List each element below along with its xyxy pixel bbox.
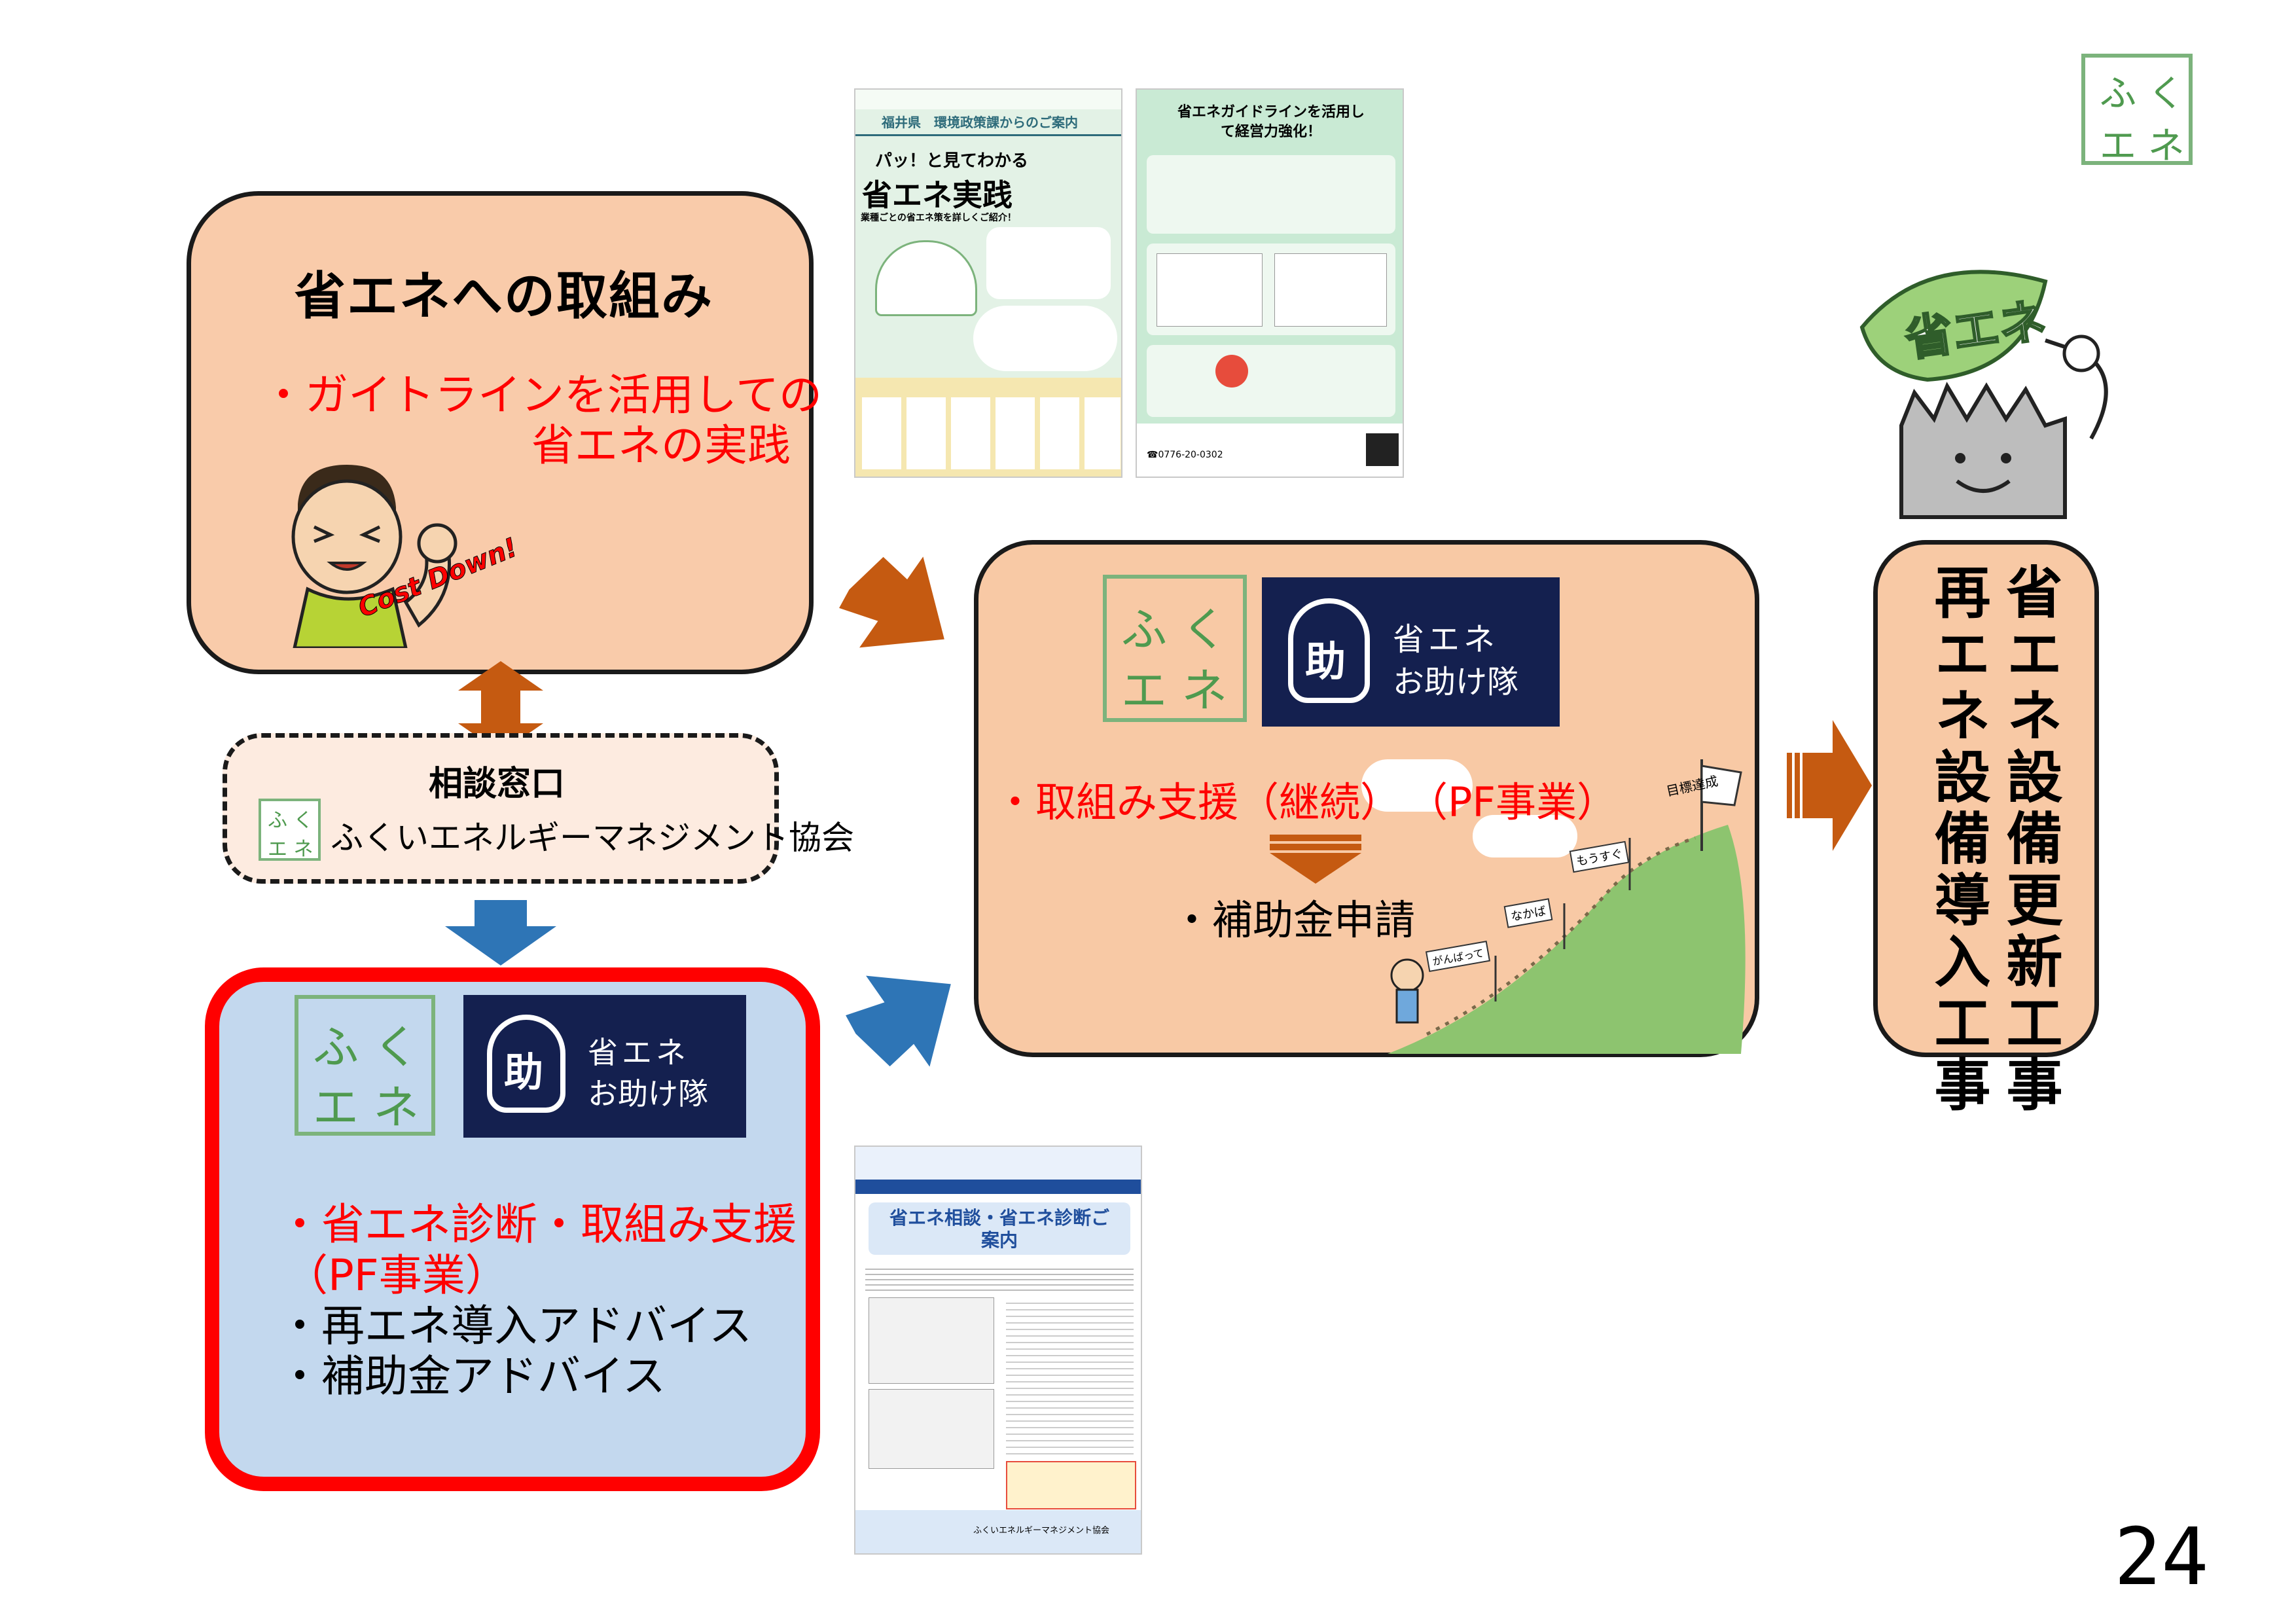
logo-line2: エ ネ	[2100, 125, 2185, 168]
continued-otasuke-logo: 助 省エネ お助け隊	[1262, 577, 1560, 727]
energy-saving-mascot-icon	[1859, 270, 2108, 519]
consultation-title: 相談窓口	[429, 765, 565, 804]
consult-fukuene-logo: ふ く エ ネ	[259, 799, 321, 861]
initiative-title: 省エネへの取組み	[295, 267, 714, 326]
blue-diagonal-arrow-icon	[846, 975, 951, 1067]
diagnosis-item-2: ・補助金アドバイス	[278, 1351, 666, 1401]
consultation-org: ふくいエネルギーマネジメント協会	[331, 819, 854, 857]
continued-red-1: ・取組み支援（継続）	[995, 778, 1401, 826]
diagnosis-fukuene-logo: ふ く エ ネ	[295, 995, 435, 1136]
bulb-icon	[1288, 598, 1370, 703]
flyer3-title: 省エネ相談・省エネ診断ご案内	[889, 1207, 1109, 1251]
equipment-works-box	[1873, 540, 2099, 1057]
flyer1-catch: パッ！と見てわかる	[875, 151, 1029, 171]
flyer-guideline-management: 省エネガイドラインを活用して経営力強化！ ☎0776-20-0302	[1136, 88, 1404, 478]
continued-item-1: ・補助金申請	[1172, 896, 1416, 944]
continued-red-2: （PF事業）	[1407, 778, 1618, 826]
flyer2-phone: ☎0776-20-0302	[1147, 450, 1223, 460]
flyer1-header: 福井県 環境政策課からのご案内	[882, 115, 1078, 130]
logo-line1: ふ く	[2100, 73, 2185, 115]
diagnosis-item-1: ・再エネ導入アドバイス	[278, 1301, 753, 1351]
man-illustration-icon	[291, 465, 457, 648]
hill-illustration-icon	[1388, 759, 1746, 1054]
diagnosis-red-2: （PF事業）	[285, 1250, 509, 1301]
cloud-icon	[1473, 815, 1577, 857]
equipment-col-2: 再エネ設備導入工事	[1924, 563, 1990, 1117]
fukuene-logo: ふ く エ ネ	[2081, 54, 2193, 168]
flyer1-title: 省エネ実践	[862, 177, 1013, 213]
flyer1-sub: 業種ごとの省エネ策を詳しくご紹介！	[861, 213, 1016, 223]
otasuke-line2: お助け隊	[1393, 664, 1519, 700]
flyer2-title: 省エネガイドラインを活用して経営力強化！	[1177, 104, 1365, 140]
otasuke-line1: 省エネ	[588, 1035, 690, 1070]
initiative-bullet-1: ・ガイトラインを活用しての	[262, 370, 823, 420]
initiative-bullet-2: 省エネの実践	[531, 420, 791, 471]
orange-diagonal-arrow-icon	[839, 556, 944, 648]
otasuke-mark: 助	[504, 1050, 543, 1096]
diagnosis-red-1: ・省エネ診断・取組み支援	[278, 1199, 797, 1250]
double-arrow-icon	[458, 661, 543, 753]
initiative-box	[187, 191, 814, 674]
flyer3-org: ふくいエネルギーマネジメント協会	[973, 1526, 1110, 1536]
right-arrow-icon	[1787, 720, 1872, 851]
flyer-guideline-practice: 福井県 環境政策課からのご案内 パッ！と見てわかる 省エネ実践 業種ごとの省エネ…	[854, 88, 1122, 478]
cloud-icon	[1361, 759, 1473, 812]
bulb-icon	[487, 1015, 565, 1113]
continued-fukuene-logo: ふ く エ ネ	[1103, 575, 1247, 722]
otasuke-logo: 助 省エネ お助け隊	[463, 995, 746, 1138]
otasuke-line2: お助け隊	[588, 1076, 708, 1111]
equipment-col-1: 省エネ設備更新工事	[1996, 563, 2062, 1117]
otasuke-line1: 省エネ	[1393, 621, 1499, 658]
otasuke-mark: 助	[1305, 638, 1346, 685]
flyer-consult-diagnosis: 省エネ相談・省エネ診断ご案内 ふくいエネルギーマネジメント協会	[854, 1146, 1142, 1555]
down-arrow-icon	[445, 900, 556, 965]
small-down-arrow-icon	[1270, 835, 1361, 884]
slide-number: 24	[2114, 1512, 2209, 1603]
